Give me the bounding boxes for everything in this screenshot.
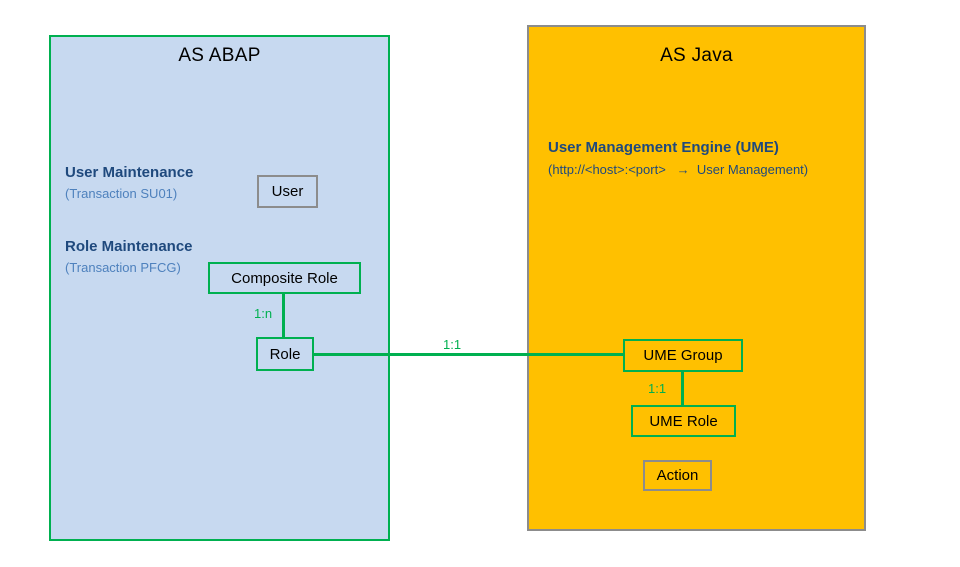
action-node: Action — [643, 460, 712, 491]
connector-composite-role-to-role — [282, 294, 285, 337]
role-maintenance-subtext: (Transaction PFCG) — [65, 260, 181, 275]
ume-url-subtext: (http://<host>:<port> → User Management) — [548, 162, 809, 177]
role-node: Role — [256, 337, 314, 371]
as-abap-panel: AS ABAP User Maintenance (Transaction SU… — [49, 35, 390, 541]
role-maintenance-heading: Role Maintenance — [65, 238, 193, 255]
cardinality-label-group-role: 1:1 — [648, 381, 667, 396]
as-java-title: AS Java — [660, 45, 733, 66]
ume-role-node: UME Role — [631, 405, 736, 437]
connector-role-to-ume-group — [314, 353, 623, 356]
connector-ume-group-to-ume-role — [681, 372, 684, 405]
ume-group-node: UME Group — [623, 339, 743, 372]
composite-role-node: Composite Role — [208, 262, 361, 294]
cardinality-label-1n: 1:n — [254, 306, 273, 321]
ume-heading: User Management Engine (UME) — [548, 139, 779, 156]
user-node: User — [257, 175, 318, 208]
user-maintenance-heading: User Maintenance — [65, 164, 194, 181]
user-maintenance-subtext: (Transaction SU01) — [65, 186, 178, 201]
as-abap-title: AS ABAP — [178, 45, 261, 66]
as-java-panel: AS Java User Management Engine (UME) (ht… — [527, 25, 866, 531]
cardinality-label-role-group: 1:1 — [443, 337, 462, 352]
